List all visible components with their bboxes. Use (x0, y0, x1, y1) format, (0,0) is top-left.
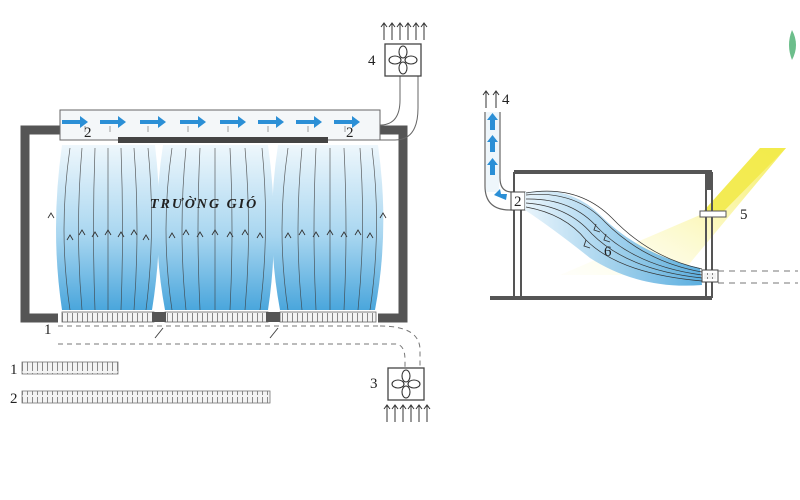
louver-5 (699, 210, 727, 218)
label-3: 3 (370, 376, 378, 392)
right-diagram: 4 2 5 6 (482, 30, 798, 300)
room-wall-right (378, 125, 408, 323)
air-jet (525, 190, 702, 286)
left-diagram: TRƯỜNG GIÓ 1 2 2 3 4 (20, 22, 431, 422)
bottom-return-duct (58, 325, 421, 368)
legend-label-2: 2 (10, 391, 18, 407)
legend-grille-2 (21, 390, 271, 404)
label-1: 1 (44, 322, 52, 338)
label-4: 4 (368, 53, 376, 69)
legend: 1 2 (10, 361, 271, 407)
fan-3-supply (383, 367, 431, 422)
fan-4-outlet-arrows (380, 22, 428, 40)
room-wall-left (20, 125, 60, 323)
jet-streamlines (525, 190, 703, 282)
riser-flow-arrows (487, 113, 507, 200)
fan-4-exhaust (380, 22, 428, 77)
floor-grille-2 (164, 311, 269, 323)
air-column-3 (271, 145, 384, 310)
label-2-right: 2 (346, 125, 354, 141)
label-2-right-diagram: 2 (514, 194, 522, 210)
top-supply-duct (59, 109, 381, 141)
label-6: 6 (604, 244, 612, 260)
fan-3-inlet-arrows (383, 404, 431, 422)
air-field-label: TRƯỜNG GIÓ (150, 195, 258, 212)
ceiling-beam (118, 137, 328, 143)
inlet-duct (718, 270, 798, 284)
legend-label-1: 1 (10, 362, 18, 378)
floor-grille-1 (61, 311, 155, 323)
duct-flow-arrows (62, 116, 360, 128)
label-4-right: 4 (502, 92, 510, 108)
air-column-2 (156, 145, 274, 310)
floor-grille-3 (279, 311, 377, 323)
label-5: 5 (740, 207, 748, 223)
riser-outlet-arrows (482, 90, 500, 108)
legend-grille-1 (21, 361, 119, 375)
air-columns (47, 145, 387, 311)
label-2-left: 2 (84, 125, 92, 141)
